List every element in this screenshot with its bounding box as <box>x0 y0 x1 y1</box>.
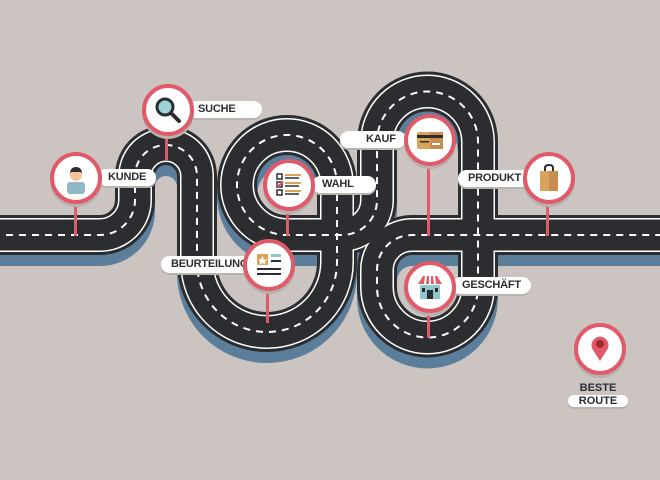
wahl-pin[interactable] <box>263 159 315 211</box>
wahl-stick <box>286 207 289 236</box>
kunde-stick <box>74 200 77 236</box>
beste-route-line1: BESTE <box>579 382 617 394</box>
kauf-stick <box>427 162 430 236</box>
store-icon <box>418 275 442 299</box>
beurteilung-stick <box>266 287 269 323</box>
suche-label: SUCHE <box>188 101 262 118</box>
beurteilung-pin[interactable] <box>243 239 295 291</box>
geschaeft-label: GESCHÄFT <box>452 277 531 294</box>
beste-route-line2: ROUTE <box>568 395 628 407</box>
suche-pin[interactable] <box>142 84 194 136</box>
geschaeft-pin[interactable] <box>404 261 456 313</box>
road <box>0 71 660 358</box>
checklist-icon <box>276 173 301 196</box>
rating-icon <box>257 254 281 275</box>
kunde-label: KUNDE <box>98 169 157 186</box>
beurteilung-label: BEURTEILUNG <box>161 256 259 273</box>
beste-route-legend: BESTE ROUTE <box>568 382 628 407</box>
produkt-pin[interactable] <box>523 152 575 204</box>
kauf-pin[interactable] <box>404 114 456 166</box>
wahl-label: WAHL <box>312 176 376 193</box>
kunde-pin[interactable] <box>50 152 102 204</box>
produkt-label: PRODUKT <box>458 170 531 187</box>
credit-card-icon <box>417 132 443 149</box>
magnifier-icon <box>155 97 181 123</box>
beste-route-pin[interactable] <box>574 323 626 375</box>
shopping-bag-icon <box>540 163 558 191</box>
customer-icon <box>67 167 85 194</box>
geschaeft-stick <box>427 309 430 338</box>
produkt-stick <box>546 200 549 236</box>
kauf-label: KAUF <box>340 131 406 148</box>
suche-stick <box>165 132 168 160</box>
location-pin-icon <box>591 336 609 361</box>
